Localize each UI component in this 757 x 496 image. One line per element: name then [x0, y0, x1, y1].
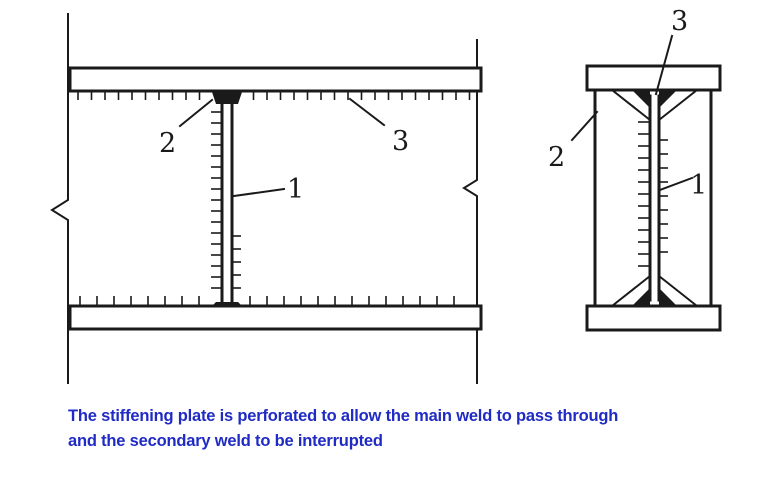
caption-line-1: The stiffening plate is perforated to al…: [68, 407, 619, 425]
section-weld-top-left: [632, 90, 650, 108]
section-bottom-flange: [585, 304, 722, 332]
left-end-line: [50, 13, 69, 384]
leader-2-side: [178, 98, 214, 128]
stiffener-weld-left-ticks: [211, 111, 221, 289]
caption-line-2: and the secondary weld to be interrupted: [68, 432, 383, 450]
section-weld-bottom-outline: [610, 274, 699, 308]
right-end-line: [462, 39, 478, 384]
leader-1-side: [232, 187, 286, 198]
label-3-section: 3: [671, 6, 688, 37]
beam-side-view: 2 1 3: [50, 13, 483, 384]
secondary-weld-bottom-ticks: [79, 296, 455, 305]
section-weld-top-right: [659, 90, 677, 108]
label-1-section: 1: [690, 170, 707, 201]
section-weld-top-outline: [610, 88, 699, 122]
main-weld-bottom: [213, 302, 241, 305]
section-weld-left-ticks: [638, 121, 649, 267]
leader-3-section: [654, 34, 674, 96]
secondary-weld-top-ticks: [77, 92, 471, 100]
welded-beam-diagram: 2 1 3 3 2 1: [50, 6, 722, 384]
section-weld-bottom-right: [659, 288, 677, 306]
section-weld-right-ticks: [660, 139, 668, 253]
label-3-side: 3: [392, 126, 409, 157]
section-weld-bottom-left: [632, 288, 650, 306]
beam-section-view: 3 2 1: [548, 6, 722, 332]
section-top-flange: [585, 64, 722, 92]
figure-caption: The stiffening plate is perforated to al…: [68, 404, 728, 454]
top-flange: [68, 66, 483, 93]
leader-3-side: [348, 97, 386, 127]
label-1-side: 1: [287, 174, 304, 205]
stiffener-weld-right-ticks: [233, 235, 241, 289]
label-2-section: 2: [548, 142, 565, 173]
label-2-side: 2: [159, 128, 176, 159]
leader-1-section: [658, 176, 694, 192]
main-weld-top: [212, 92, 242, 104]
bottom-flange: [68, 304, 483, 331]
leader-2-section: [570, 110, 599, 142]
